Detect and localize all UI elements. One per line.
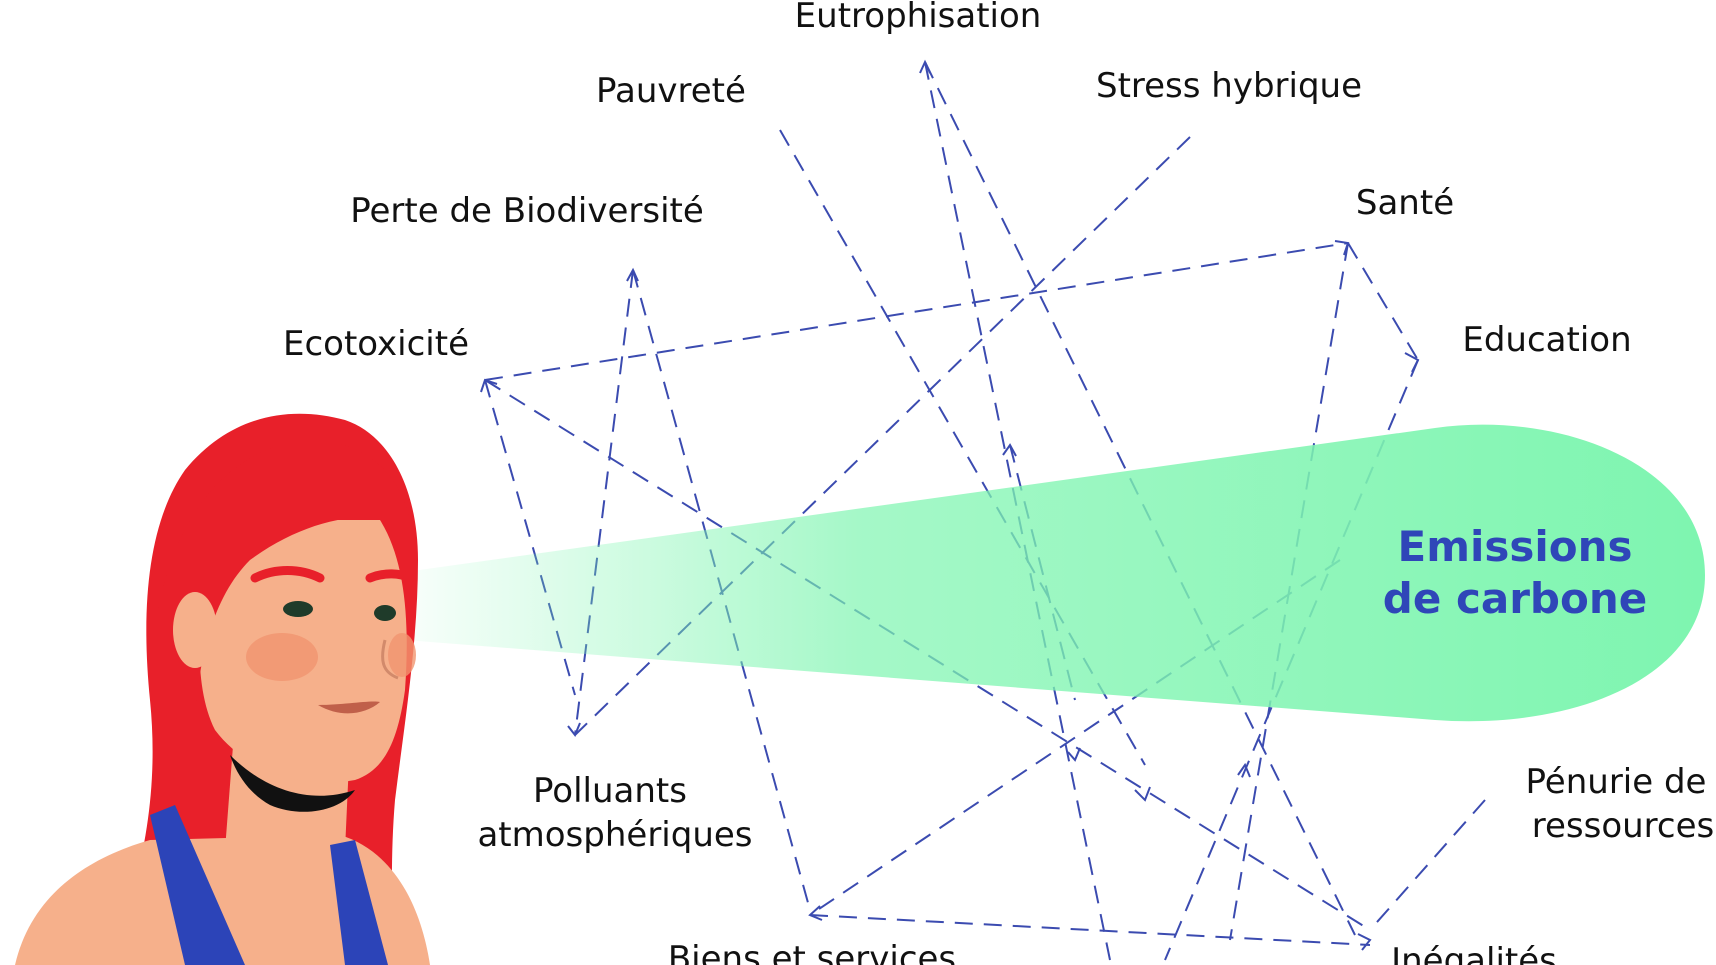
shoulders [15,835,430,965]
connection-line [574,269,634,736]
label-penurie-line1: Pénurie de [1526,762,1707,802]
connection-line [1347,242,1419,361]
label-pauvrete: Pauvreté [596,71,746,111]
label-stress-hydrique: Stress hybrique [1096,66,1362,106]
strap-right [330,840,388,965]
strap-left [150,805,245,965]
arrow-head [808,905,823,921]
hair-front [150,440,410,720]
arrow-head [1404,352,1420,373]
arrow-head [626,267,639,282]
arrow-head [1334,240,1350,256]
label-ecotoxicite: Ecotoxicité [283,324,469,364]
eyebrow-left [250,566,325,583]
arrow-head [1237,762,1251,778]
connection-line [484,242,1349,381]
connection-line [924,61,1356,936]
label-penurie-line2: ressources [1532,806,1714,846]
focus-label-line1: Emissions [1398,522,1633,571]
connection-line [1369,799,1486,931]
connection-line [809,559,1341,916]
woman-illustration [15,413,430,965]
arrow-head [480,378,498,393]
arrow-head [1002,443,1017,457]
eye-right [374,605,396,621]
label-biens-services: Biens et services [668,939,956,965]
ear [173,592,217,668]
label-polluants-line1: Polluants [533,771,687,811]
arrow-head [919,59,931,74]
arrow-head [1067,747,1081,762]
focus-beam [405,424,1705,722]
focus-label-line2: de carbone [1383,574,1647,623]
label-sante: Santé [1356,183,1454,223]
arrow-head [567,722,581,737]
label-polluants-line2: atmosphériques [477,815,752,855]
impact-labels: Eutrophisation Pauvreté Stress hybrique … [283,0,1714,965]
label-education: Education [1462,320,1631,360]
label-inegalites: Inégalités [1391,941,1557,965]
connection-line [809,914,1371,946]
eyebrow-right [365,569,415,583]
eye-left [283,601,313,617]
cheek-right [388,633,416,677]
arrow-head [1134,786,1151,802]
jaw-shadow [230,755,355,812]
focus-label: Emissions de carbone [1383,522,1647,623]
mouth [318,701,380,714]
connection-line [924,61,1111,961]
label-perte-biodiversite: Perte de Biodiversité [350,191,704,231]
arrow-head [1357,933,1372,951]
cheek-left [246,633,318,681]
label-eutrophisation: Eutrophisation [795,0,1042,36]
nose [381,639,399,680]
